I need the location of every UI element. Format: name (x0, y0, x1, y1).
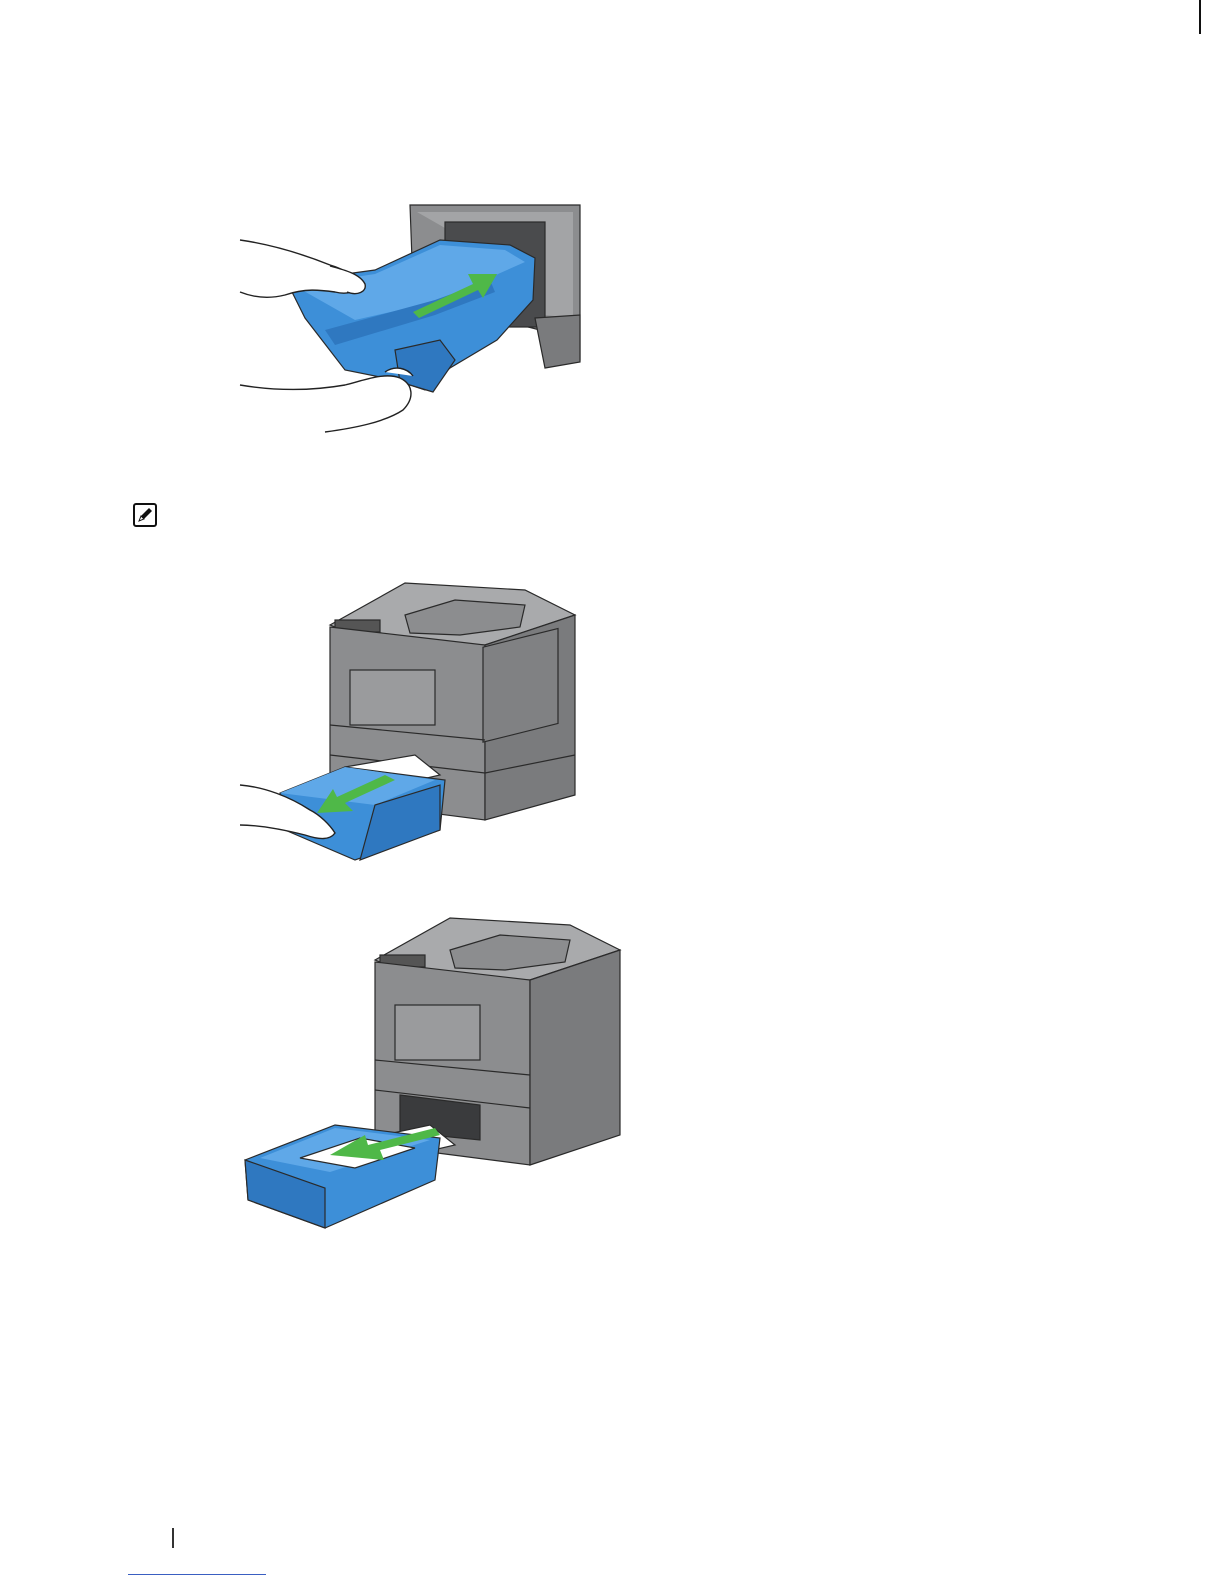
note-pencil-icon (133, 503, 157, 527)
figure-tray-pull-with-hand (235, 575, 585, 865)
figure-tray-pull-out (240, 910, 630, 1235)
figure-duplex-unit-insert (235, 200, 595, 435)
page-edge-rule (1199, 0, 1201, 34)
front-flap (395, 1005, 480, 1060)
footer-link-underline[interactable] (128, 1574, 266, 1575)
printer-right-side (530, 950, 620, 1165)
side-door (483, 628, 558, 742)
front-flap (350, 670, 435, 725)
lower-hand (240, 376, 411, 432)
footer-separator (172, 1528, 174, 1548)
printer-base (535, 315, 580, 368)
